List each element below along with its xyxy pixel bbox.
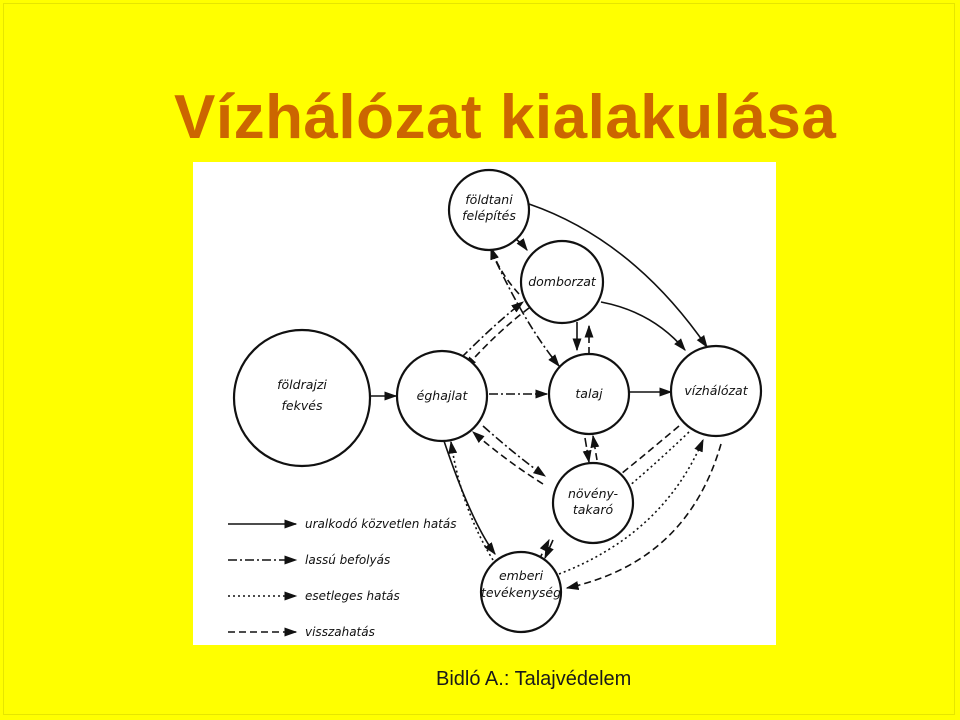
node-domborzat-label: domborzat (528, 274, 597, 289)
node-foldrajzi: földrajzi fekvés (232, 328, 372, 468)
node-novenytakaro: növény- takaró (551, 461, 635, 545)
node-emberi: emberi tevékenység (479, 550, 563, 634)
edge-eghajlat-domborzat (460, 301, 525, 359)
edge-novenytakaro-talaj (590, 434, 600, 461)
node-vizhalozat: vízhálózat (669, 344, 763, 438)
edge-domborzat-foldtani (490, 246, 520, 295)
node-emberi-label-1: emberi (499, 568, 544, 583)
diagram-panel: földtani felépítés domborzat földrajzi f… (193, 162, 776, 645)
edges-direct (371, 203, 708, 560)
edge-emberi-vizhalozat (558, 438, 704, 575)
node-vizhalozat-label: vízhálózat (684, 383, 748, 398)
legend: uralkodó közvetlen hatás lassú befolyás … (228, 517, 456, 639)
node-talaj-label: talaj (575, 386, 603, 401)
node-domborzat: domborzat (519, 239, 605, 325)
legend-item-slow: lassú befolyás (228, 553, 390, 567)
edge-eghajlat-emberi (442, 437, 496, 556)
influence-diagram: földtani felépítés domborzat földrajzi f… (228, 168, 763, 639)
slide-frame (3, 3, 955, 715)
edge-domborzat-vizhalozat (600, 301, 686, 351)
node-foldtani: földtani felépítés (447, 168, 531, 252)
node-foldtani-label-1: földtani (465, 192, 513, 207)
node-emberi-label-2: tevékenység (481, 585, 561, 600)
slide-title: Vízhálózat kialakulása (174, 83, 837, 152)
legend-label-direct: uralkodó közvetlen hatás (305, 517, 456, 531)
legend-label-possible: esetleges hatás (305, 589, 400, 603)
edge-vizhalozat-novenytakaro (616, 431, 690, 497)
edge-vizhalozat-emberi (565, 443, 722, 590)
footer-credit: Bidló A.: Talajvédelem (436, 668, 632, 690)
edge-novenytakaro-eghajlat (472, 431, 544, 485)
node-talaj: talaj (547, 352, 631, 436)
node-eghajlat-label: éghajlat (417, 388, 469, 403)
node-novenytakaro-label-2: takaró (573, 502, 614, 517)
node-foldrajzi-label-2: fekvés (282, 398, 323, 413)
edge-eghajlat-novenytakaro (482, 425, 547, 477)
edge-talaj-novenytakaro (582, 437, 592, 464)
legend-item-possible: esetleges hatás (228, 589, 400, 603)
node-novenytakaro-label-1: növény- (568, 486, 619, 501)
edge-novenytakaro-emberi (544, 539, 554, 560)
legend-item-direct: uralkodó közvetlen hatás (228, 517, 456, 531)
edge-foldtani-vizhalozat (528, 203, 708, 349)
edge-emberi-eghajlat (448, 440, 494, 561)
edges-possible (448, 431, 704, 575)
legend-label-feedback: visszahatás (305, 625, 375, 639)
legend-item-feedback: visszahatás (228, 625, 375, 639)
node-foldtani-label-2: felépítés (462, 208, 516, 223)
legend-label-slow: lassú befolyás (305, 553, 390, 567)
node-eghajlat: éghajlat (395, 349, 489, 443)
edge-domborzat-eghajlat (464, 307, 530, 369)
node-foldrajzi-label-1: földrajzi (277, 377, 327, 392)
